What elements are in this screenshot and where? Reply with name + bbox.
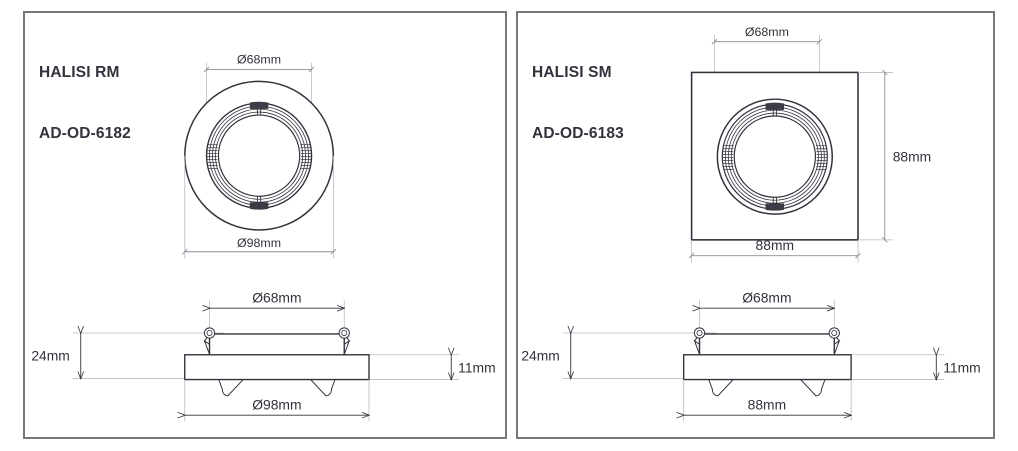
panel-halisi-sm: HALISI SM AD-OD-6183 Ø68mm xyxy=(516,11,995,439)
dim-label-sec-right: 11mm xyxy=(943,360,980,376)
section-body-upper xyxy=(698,333,835,357)
retaining-tab-top xyxy=(249,101,269,115)
front-view-round: Ø68mm xyxy=(181,53,337,259)
dim-sec-bottom: Ø98mm xyxy=(185,379,369,422)
dim-label-front-right: 88mm xyxy=(893,149,932,165)
dim-label-front-bottom: Ø98mm xyxy=(237,236,281,250)
dim-label-sec-bottom: Ø98mm xyxy=(252,396,301,412)
knurl-right xyxy=(815,145,828,170)
front-view-square: Ø68mm xyxy=(688,25,932,263)
knurl-left xyxy=(206,144,218,169)
dim-sec-left: 24mm xyxy=(521,333,717,379)
knurl-left xyxy=(722,145,734,170)
panel-title-left: HALISI RM AD-OD-6182 xyxy=(39,23,131,184)
dim-label-sec-bottom: 88mm xyxy=(748,396,787,412)
dim-label-front-bottom: 88mm xyxy=(756,237,795,253)
retaining-tab-bottom xyxy=(765,197,785,211)
dim-label-sec-top: Ø68mm xyxy=(252,289,301,305)
section-body-upper xyxy=(208,333,345,357)
clip-pivot-right xyxy=(338,327,350,339)
dim-front-right: 88mm xyxy=(858,69,932,243)
clip-pivot-left xyxy=(203,327,216,339)
panel-title-right-line1: HALISI SM xyxy=(532,64,612,82)
retaining-tab-top xyxy=(765,102,785,116)
panel-title-right-line2: AD-OD-6183 xyxy=(532,124,624,142)
section-body-flange xyxy=(184,354,370,381)
dim-label-front-top: Ø68mm xyxy=(237,53,281,67)
dim-sec-bottom: 88mm xyxy=(684,379,851,422)
lamp-front-round xyxy=(184,80,335,231)
panel-title-left-line1: HALISI RM xyxy=(39,64,120,82)
section-view-round: Ø68mm 24mm 11mm xyxy=(31,289,496,422)
panel-title-left-line2: AD-OD-6182 xyxy=(39,124,131,142)
dim-front-bottom: 88mm xyxy=(688,237,861,263)
retaining-tab-bottom xyxy=(249,196,269,210)
dim-front-bottom: Ø98mm xyxy=(181,155,337,259)
panel-halisi-rm: HALISI RM AD-OD-6182 Ø68mm xyxy=(23,11,507,439)
dim-sec-top: Ø68mm xyxy=(700,289,835,335)
dim-label-front-top: Ø68mm xyxy=(745,25,789,39)
clip-pivot-right xyxy=(828,327,840,339)
dim-label-sec-left: 24mm xyxy=(31,348,70,364)
section-body-flange xyxy=(682,354,852,381)
drawing-left: Ø68mm xyxy=(31,53,496,422)
clip-pivot-left xyxy=(693,327,706,339)
dim-label-sec-top: Ø68mm xyxy=(742,289,791,305)
section-view-square: Ø68mm 24mm 11mm xyxy=(521,289,981,422)
dim-label-sec-right: 11mm xyxy=(458,360,495,376)
dim-label-sec-left: 24mm xyxy=(521,348,560,364)
knurl-right xyxy=(300,144,312,169)
drawing-right: Ø68mm xyxy=(521,25,981,422)
lamp-front-square xyxy=(716,98,834,215)
dim-sec-top: Ø68mm xyxy=(210,289,345,335)
panel-title-right: HALISI SM AD-OD-6183 xyxy=(532,23,624,184)
